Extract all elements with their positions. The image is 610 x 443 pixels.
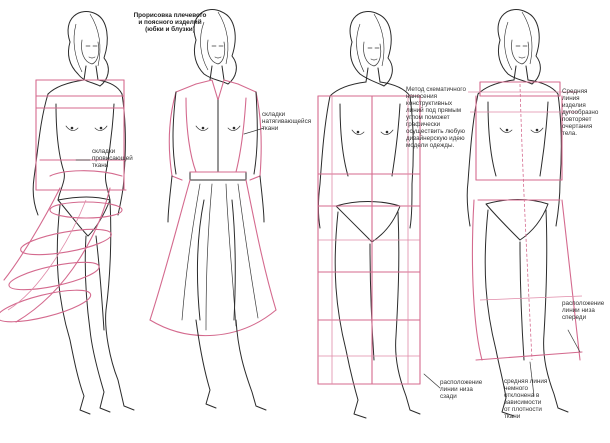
label-hem-front: расположение линии низа спереди [562,300,610,321]
label-centre-line: Средняя линия изделия дугообразно повтор… [562,88,610,137]
label-schematic-method: Метод схематичного нанесения конструктив… [406,86,484,149]
label-sagging-folds: складки провисающей ткани [92,148,146,169]
figure-4-centre-line [467,10,582,416]
figure-1-skirt-construction [0,12,134,414]
label-centre-hem-line: средняя линия немного отклонена в зависи… [504,378,560,420]
page-title: Прорисовка плечевого и поясного изделий … [122,12,218,33]
figure-2-blouse-and-skirt [150,10,276,410]
figure-3-schematic-grid [318,12,420,418]
label-hem-back: расположение линии низа сзади [440,379,496,400]
label-tensioning-folds: складки натягивающейся ткани [262,111,324,132]
